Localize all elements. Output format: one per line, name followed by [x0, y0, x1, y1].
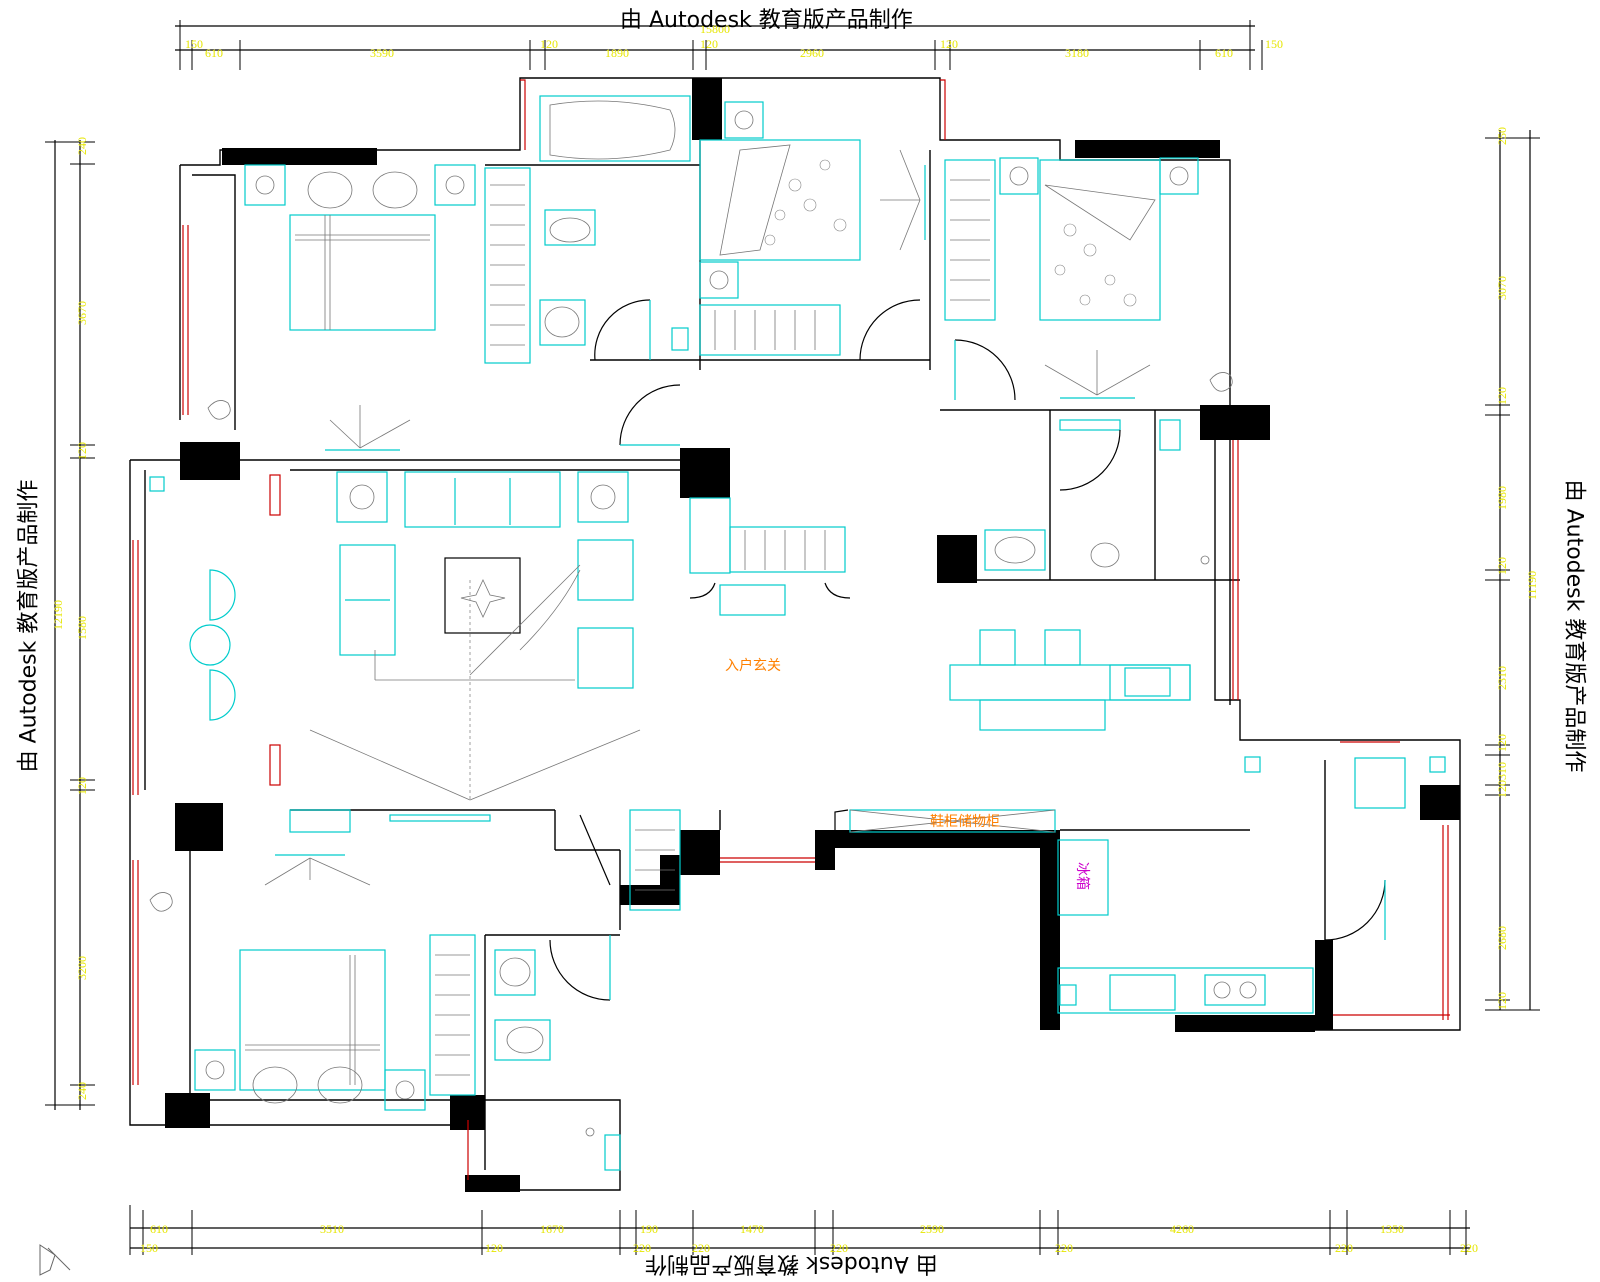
solid-wall-blocks — [165, 78, 1460, 1192]
wash-basin-bottom — [494, 949, 536, 996]
right-dim-3: 120 — [1495, 387, 1509, 405]
shoe-cabinet — [834, 809, 1056, 833]
watermark-bottom: 由 Autodesk 教育版产品制作 — [645, 1251, 938, 1276]
right-dim-10: 2680 — [1495, 926, 1509, 950]
entrance-cabinet — [619, 384, 851, 616]
right-dimension-chain: 11190 250 3070 120 1980 120 2310 120 310… — [1485, 127, 1540, 1011]
bottom-dim-5: 1470 — [740, 1222, 764, 1236]
right-total-dim: 11190 — [1525, 571, 1539, 600]
right-dim-4: 1980 — [1495, 486, 1509, 510]
watermark-top: 由 Autodesk 教育版产品制作 — [620, 8, 913, 33]
bathroom-bottom — [494, 935, 621, 1171]
toilet-right — [1090, 542, 1120, 568]
top-dim-8: 120 — [940, 37, 958, 51]
right-dim-9: 120 — [1495, 780, 1509, 798]
left-dim-6: 3200 — [75, 956, 89, 980]
nightstand-left-1 — [244, 164, 286, 206]
kitchen-sink — [1109, 974, 1176, 1011]
cabinet-label: 鞋柜储物柜 — [930, 814, 1000, 830]
bottom-dim-9: 150 — [140, 1241, 158, 1255]
bottom-dim-7: 4260 — [1170, 1222, 1194, 1236]
bedroom-bottom-left — [149, 809, 681, 1111]
kitchen — [1057, 756, 1446, 1014]
left-total-dim: 12190 — [51, 600, 65, 630]
left-dim-3: 120 — [75, 442, 89, 460]
right-dim-11: 120 — [1495, 992, 1509, 1010]
watermark-right: 由 Autodesk 教育版产品制作 — [1561, 479, 1587, 773]
dining-area — [949, 629, 1191, 731]
bottom-dim-1: 610 — [150, 1222, 168, 1236]
wardrobe-corridor — [629, 809, 681, 911]
bathtub — [539, 95, 691, 162]
wash-basin — [539, 299, 586, 346]
nightstand-right-1 — [434, 164, 476, 206]
bedroom-top-left — [207, 164, 531, 451]
bottom-dim-14: 220 — [1055, 1241, 1073, 1255]
entrance-label: 入户玄关 — [725, 657, 781, 674]
washing-machine — [1354, 757, 1406, 809]
top-dim-7: 2960 — [800, 46, 824, 60]
toilet — [544, 209, 596, 246]
toilet-bottom — [494, 1019, 551, 1061]
wardrobe-top-middle — [699, 304, 841, 356]
window-lines — [132, 79, 1450, 1180]
bottom-dim-2: 3510 — [320, 1222, 344, 1236]
bottom-dim-6: 2590 — [920, 1222, 944, 1236]
left-dim-7: 240 — [75, 1082, 89, 1100]
top-dim-6: 120 — [700, 37, 718, 51]
bottom-dim-15: 220 — [1335, 1241, 1353, 1255]
wash-basin-right — [984, 529, 1046, 571]
right-dim-5: 120 — [1495, 557, 1509, 575]
top-dim-4: 120 — [540, 37, 558, 51]
right-dim-6: 2310 — [1495, 666, 1509, 690]
left-dim-2: 3670 — [75, 301, 89, 325]
bottom-dim-10: 120 — [485, 1241, 503, 1255]
left-dim-5: 120 — [75, 777, 89, 795]
fridge-label: 冰箱 — [1074, 862, 1090, 890]
bottom-dimension-chain: 610 3510 1670 190 1470 2590 4260 1350 15… — [129, 1205, 1478, 1255]
top-dim-2: 610 — [205, 46, 223, 60]
top-dim-9: 3180 — [1065, 46, 1089, 60]
bottom-dim-3: 1670 — [540, 1222, 564, 1236]
top-dim-5: 1890 — [605, 46, 629, 60]
right-dim-1: 250 — [1495, 127, 1509, 145]
wardrobe-top-right — [944, 159, 996, 321]
bottom-dim-8: 1350 — [1380, 1222, 1404, 1236]
bottom-dim-13: 220 — [830, 1241, 848, 1255]
top-dim-11: 150 — [1265, 37, 1283, 51]
top-dim-10: 610 — [1215, 46, 1233, 60]
watermark-left: 由 Autodesk 教育版产品制作 — [16, 479, 42, 773]
living-room — [149, 471, 641, 833]
sofa — [404, 471, 561, 528]
wardrobe-top-left — [484, 167, 531, 364]
bathrooms-right — [984, 419, 1210, 571]
armchair-right-1 — [577, 539, 634, 601]
wardrobe-bottom-left — [429, 934, 476, 1096]
bathroom-top — [539, 95, 691, 361]
bottom-dim-11: 220 — [633, 1241, 651, 1255]
left-dim-4: 1580 — [75, 616, 89, 640]
bedroom-top-right — [944, 157, 1233, 401]
left-dim-1: 240 — [75, 137, 89, 155]
armchair-right-2 — [577, 627, 634, 689]
bottom-dim-4: 190 — [640, 1222, 658, 1236]
armchair-left — [339, 544, 396, 656]
bottom-dim-16: 220 — [1460, 1241, 1478, 1255]
bedroom-top-middle — [699, 101, 926, 361]
top-dim-3: 3590 — [370, 46, 394, 60]
right-dim-2: 3070 — [1495, 276, 1509, 300]
bottom-dim-12: 220 — [692, 1241, 710, 1255]
left-dimension-chain: 12190 240 3670 120 1580 120 3200 240 — [45, 137, 95, 1110]
right-dim-8: 310 — [1495, 762, 1509, 780]
north-arrow-icon — [39, 1244, 71, 1276]
top-dim-1: 150 — [185, 37, 203, 51]
top-dimension-chain: 15800 150 610 3590 120 1890 120 2960 120… — [175, 20, 1283, 70]
coffee-table — [444, 557, 521, 634]
stove — [1204, 974, 1266, 1006]
fridge — [1057, 839, 1109, 916]
right-dim-7: 120 — [1495, 734, 1509, 752]
top-total-dim: 15800 — [700, 22, 730, 36]
